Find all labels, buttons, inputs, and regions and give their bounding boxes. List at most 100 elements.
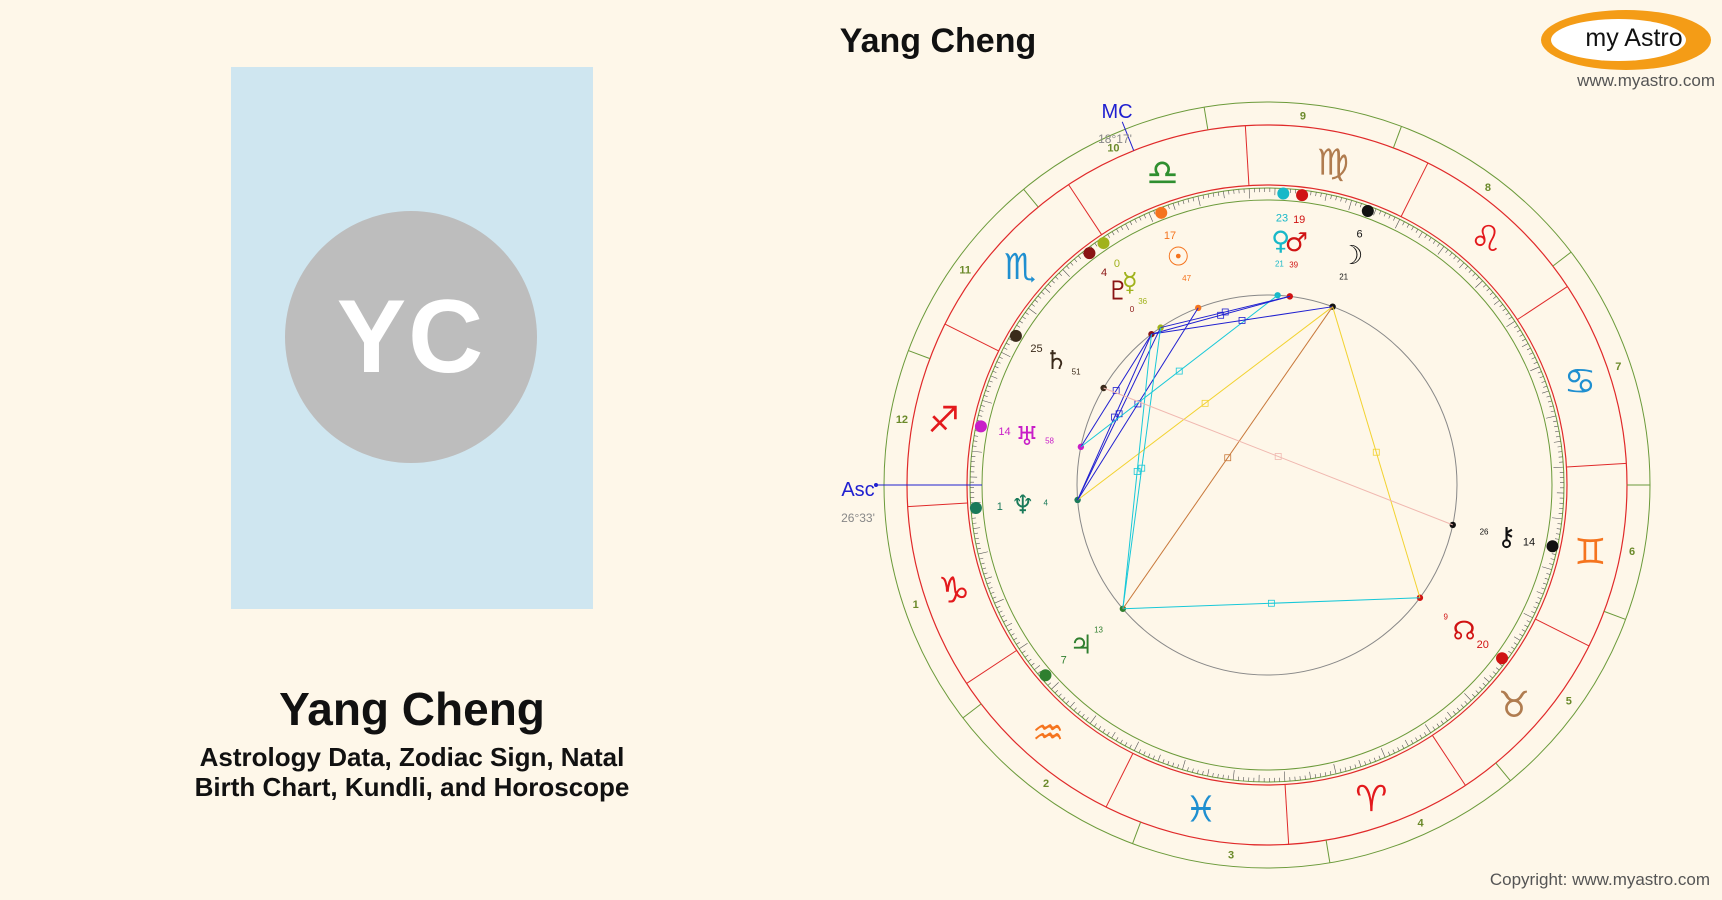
degree-tick	[1047, 682, 1052, 686]
planet-degree-mars: 19	[1293, 214, 1305, 226]
house-number: 6	[1629, 546, 1635, 558]
degree-tick	[1074, 258, 1078, 263]
planet-dot-saturn	[1009, 329, 1022, 342]
degree-tick	[1019, 320, 1023, 324]
degree-tick	[1177, 201, 1180, 206]
degree-tick	[1022, 316, 1026, 320]
degree-tick	[1070, 262, 1074, 266]
degree-tick	[1320, 192, 1322, 198]
aspect-symbol	[1175, 367, 1183, 375]
degree-tick	[1544, 577, 1549, 580]
degree-tick	[1048, 283, 1052, 288]
degree-tick	[1453, 255, 1457, 260]
degree-tick	[1202, 194, 1205, 199]
aspect-symbol	[1372, 448, 1380, 456]
planet-minute-sun: 47	[1182, 274, 1191, 283]
degree-tick	[1062, 697, 1066, 701]
aspect-line	[1122, 306, 1334, 610]
degree-tick	[1335, 196, 1337, 201]
degree-tick	[1010, 633, 1015, 636]
degree-tick	[1546, 395, 1551, 398]
degree-tick	[1459, 262, 1465, 269]
aspect-symbol	[1112, 387, 1120, 394]
subtitle-line-2: Birth Chart, Kundli, and Horoscope	[194, 772, 630, 802]
degree-tick	[1025, 312, 1029, 315]
mc-label: MC	[1101, 101, 1132, 123]
degree-tick	[1493, 300, 1500, 305]
planet-minute-jupiter: 13	[1094, 626, 1103, 635]
degree-tick	[1449, 252, 1453, 257]
site-url-link[interactable]: www.myastro.com	[1577, 71, 1715, 90]
degree-tick	[1383, 212, 1386, 217]
degree-tick	[996, 605, 1001, 609]
aspect-line	[1077, 327, 1162, 501]
degree-tick	[1217, 773, 1219, 778]
degree-tick	[1107, 234, 1111, 238]
aspect-circle	[1076, 294, 1458, 676]
degree-tick	[1085, 717, 1089, 721]
degree-tick	[1248, 188, 1251, 199]
planet-degree-saturn: 25	[1030, 343, 1042, 355]
planet-dot-neptune	[969, 502, 982, 515]
degree-tick	[1102, 729, 1106, 733]
house-number: 5	[1566, 696, 1572, 708]
avatar: YC	[285, 211, 537, 463]
degree-tick	[1482, 682, 1486, 687]
degree-tick	[1129, 221, 1133, 226]
aspect-line	[1077, 333, 1152, 501]
degree-tick	[994, 366, 999, 369]
sign-boundary	[944, 323, 999, 352]
planet-degree-sun: 17	[1164, 230, 1176, 242]
planet-icon-venus: ♀	[1271, 226, 1290, 256]
zodiac-sign-icon: ♓	[1185, 789, 1217, 830]
degree-tick	[1499, 663, 1503, 667]
degree-tick	[1304, 775, 1306, 780]
degree-tick	[1037, 295, 1042, 299]
aspect-line	[1103, 387, 1453, 526]
myastro-logo[interactable]: my Astro	[1541, 10, 1711, 70]
degree-tick	[1373, 757, 1376, 762]
degree-tick	[1031, 662, 1035, 666]
degree-tick	[1094, 242, 1098, 247]
degree-tick	[1552, 517, 1563, 520]
degree-tick	[1411, 226, 1414, 231]
degree-tick	[1529, 352, 1534, 355]
degree-tick	[1333, 764, 1337, 774]
degree-tick	[1519, 633, 1523, 637]
degree-tick	[1062, 269, 1070, 277]
degree-tick	[987, 385, 991, 388]
aspect-symbol	[1201, 399, 1209, 407]
sign-boundary	[1068, 184, 1103, 235]
degree-tick	[976, 547, 981, 550]
degree-tick	[972, 445, 977, 447]
degree-tick	[1444, 717, 1448, 721]
degree-tick	[1005, 622, 1013, 627]
degree-tick	[1445, 249, 1449, 253]
degree-tick	[983, 572, 988, 575]
degree-tick	[1197, 196, 1201, 206]
degree-tick	[1551, 553, 1556, 555]
degree-tick	[1309, 771, 1311, 779]
mc-axis	[1121, 121, 1135, 151]
degree-tick	[1028, 307, 1037, 315]
sign-boundary	[1284, 784, 1290, 845]
subtitle-line-1: Astrology Data, Zodiac Sign, Natal	[199, 742, 625, 772]
degree-tick	[1077, 710, 1081, 715]
aspect-line	[1077, 306, 1333, 501]
degree-tick	[1066, 265, 1070, 270]
planet-minute-node: 9	[1443, 613, 1448, 622]
degree-tick	[1483, 677, 1490, 683]
degree-tick	[1315, 192, 1317, 197]
degree-tick	[1464, 700, 1468, 705]
degree-tick	[1533, 606, 1538, 609]
degree-tick	[1212, 772, 1214, 778]
degree-tick	[1111, 231, 1115, 236]
planet-degree-jupiter: 7	[1061, 655, 1067, 667]
degree-tick	[1058, 693, 1062, 697]
planet-icon-neptune: ♆	[1011, 490, 1034, 520]
degree-tick	[1460, 704, 1464, 708]
degree-tick	[1125, 223, 1130, 231]
degree-tick	[1475, 690, 1479, 694]
aspect-line	[1151, 306, 1333, 335]
